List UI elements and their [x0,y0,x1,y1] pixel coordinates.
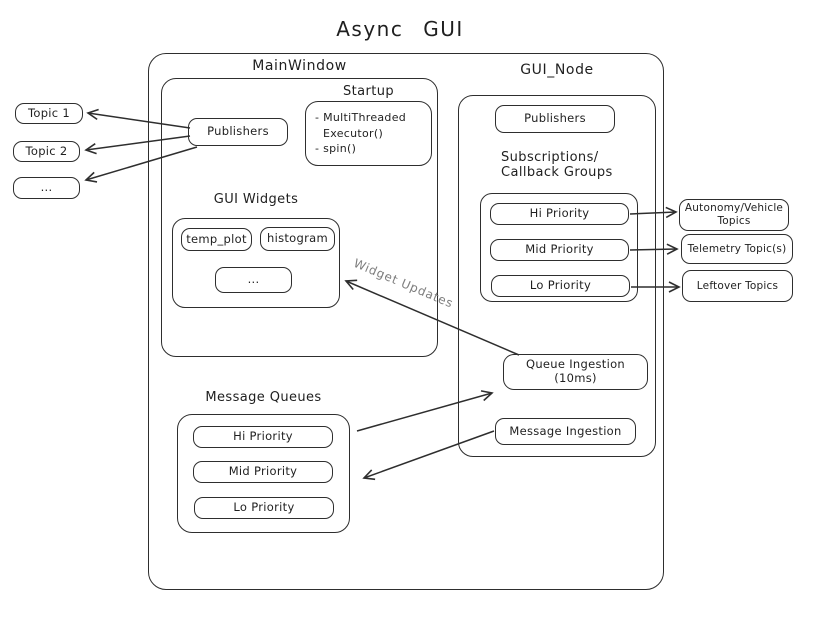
topic-ellipsis-node: ... [13,177,80,199]
message-queues-box [177,414,350,533]
subscription-lo-priority-node: Lo Priority [491,275,630,297]
startup-lines: - MultiThreaded Executor() - spin() [315,110,406,157]
subscription-mid-priority-node: Mid Priority [490,239,629,261]
queue-lo-priority-node: Lo Priority [194,497,334,519]
startup-box [305,101,432,166]
queue-mid-priority-node: Mid Priority [193,461,333,483]
async-gui-outer-box [148,53,664,590]
subscriptions-title-line1: Subscriptions/ [501,150,599,165]
telemetry-topics-node: Telemetry Topic(s) [681,234,793,264]
startup-line-3: - spin() [315,142,357,156]
mainwindow-title: MainWindow [252,58,347,74]
startup-line-2: Executor() [323,126,384,140]
gui-widgets-title: GUI Widgets [213,192,299,207]
widget-histogram-node: histogram [260,227,335,251]
message-ingestion-node: Message Ingestion [495,418,636,445]
gui-widgets-box [172,218,340,308]
queue-hi-priority-node: Hi Priority [193,426,333,448]
gui-node-publishers-node: Publishers [495,105,615,133]
message-queues-title: Message Queues [205,390,322,405]
gui-node-box [458,95,656,457]
leftover-topics-node: Leftover Topics [682,270,793,302]
widget-temp-plot-node: temp_plot [181,228,252,251]
topic-2-node: Topic 2 [13,141,80,162]
mainwindow-publishers-node: Publishers [188,118,288,146]
widget-ellipsis-node: ... [215,267,292,293]
subscriptions-title: Subscriptions/ Callback Groups [501,150,613,180]
gui-node-title: GUI_Node [520,62,594,78]
diagram-title: Async GUI [336,17,464,41]
autonomy-vehicle-topics-node: Autonomy/Vehicle Topics [679,199,789,231]
queue-ingestion-node: Queue Ingestion (10ms) [503,354,648,390]
startup-line-1: - MultiThreaded [315,111,407,124]
subscriptions-box [480,193,638,302]
topic-1-node: Topic 1 [15,103,83,124]
subscription-hi-priority-node: Hi Priority [490,203,629,225]
subscriptions-title-line2: Callback Groups [501,165,613,180]
mainwindow-box [161,78,438,357]
startup-title: Startup [342,84,395,99]
